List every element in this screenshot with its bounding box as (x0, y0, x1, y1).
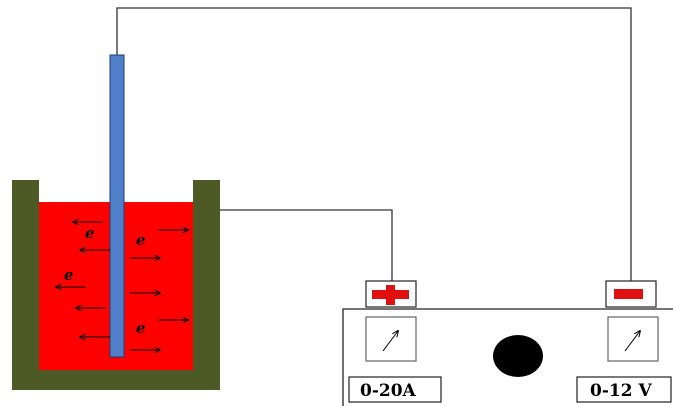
ammeter-needle-icon (382, 331, 398, 352)
control-knob[interactable] (493, 335, 543, 377)
vessel-base (12, 370, 220, 390)
minus-icon (614, 289, 643, 299)
voltmeter-needle-icon (624, 331, 640, 352)
electron-label: e (136, 231, 146, 249)
ammeter-dial[interactable] (365, 316, 417, 362)
electron-label: e (64, 266, 74, 284)
wire-electrode-to-negative (116, 7, 632, 283)
ammeter-range-label: 0-20A (360, 381, 417, 401)
power-supply-case (342, 308, 673, 406)
plus-icon-vertical (386, 285, 395, 305)
voltmeter-dial[interactable] (607, 316, 659, 362)
vessel-wall-right (193, 180, 220, 390)
electrode-rod (109, 54, 125, 358)
wire-vessel-to-positive (220, 209, 393, 283)
electron-label: e (136, 319, 146, 337)
ammeter-label-box (348, 376, 442, 403)
voltmeter-label-box (576, 376, 672, 403)
electron-labels: e e e e (64, 224, 146, 337)
flow-arrows (56, 222, 188, 350)
vessel-wall-left (12, 180, 39, 390)
voltmeter-range-label: 0-12 V (590, 381, 652, 401)
electron-label: e (85, 224, 95, 242)
